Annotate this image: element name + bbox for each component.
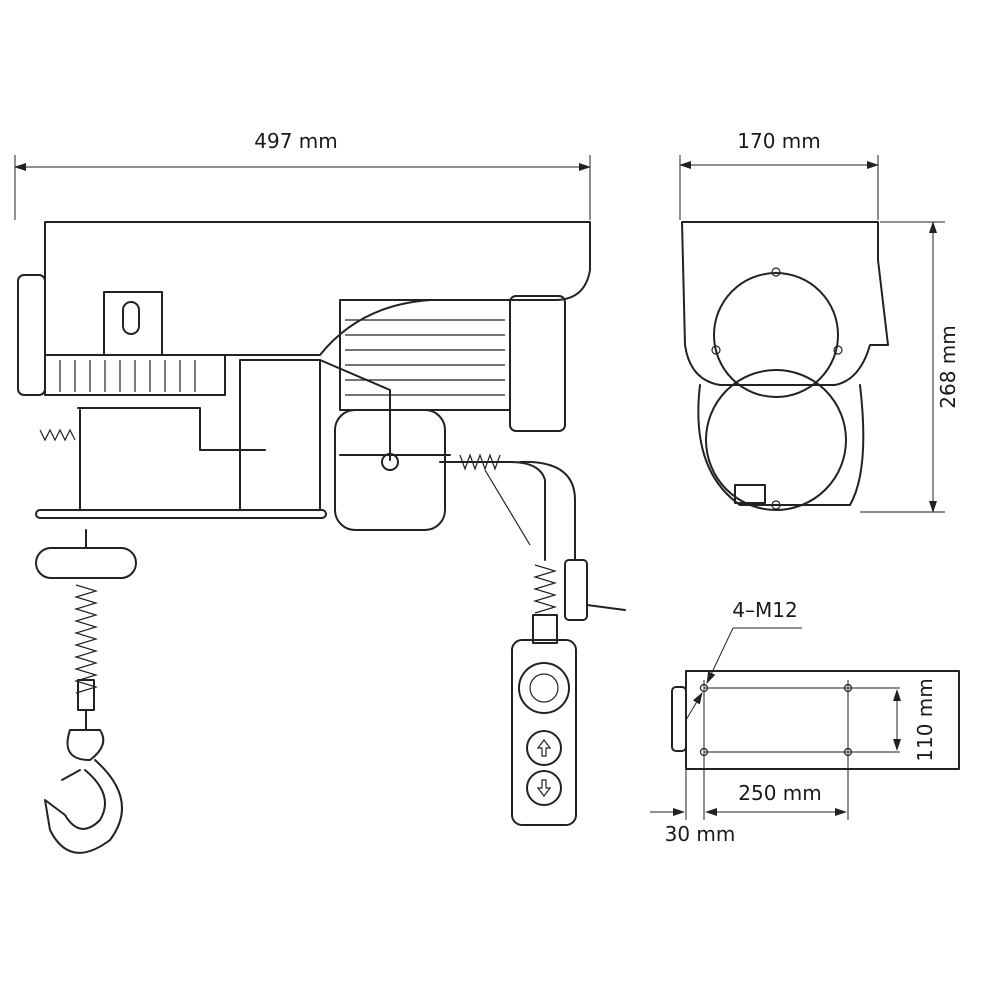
bolt-hole bbox=[843, 747, 853, 757]
side-view: 497 mm bbox=[14, 129, 626, 854]
hook bbox=[66, 729, 105, 761]
vertical-spacing-label: 110 mm bbox=[913, 678, 937, 762]
horizontal-spacing-label: 250 mm bbox=[738, 781, 822, 805]
end-view: 170 mm 268 mm bbox=[679, 129, 960, 513]
mounting-plan: 4–M12 110 mm 250 mm 30 mm bbox=[650, 598, 960, 846]
bolt-hole bbox=[699, 683, 709, 693]
pendant-control bbox=[511, 639, 577, 826]
power-plug bbox=[564, 559, 588, 621]
length-dimension-label: 497 mm bbox=[254, 129, 338, 153]
pulley-block bbox=[35, 547, 137, 579]
bolt-hole bbox=[843, 683, 853, 693]
emergency-stop-button bbox=[518, 662, 570, 714]
width-dimension-label: 170 mm bbox=[737, 129, 821, 153]
edge-offset-label: 30 mm bbox=[665, 822, 736, 846]
down-button bbox=[526, 770, 562, 806]
height-dimension-label: 268 mm bbox=[936, 325, 960, 409]
up-button bbox=[526, 730, 562, 766]
hoist-housing bbox=[44, 221, 591, 356]
bolt-hole bbox=[699, 747, 709, 757]
bolt-spec-label: 4–M12 bbox=[732, 598, 797, 622]
